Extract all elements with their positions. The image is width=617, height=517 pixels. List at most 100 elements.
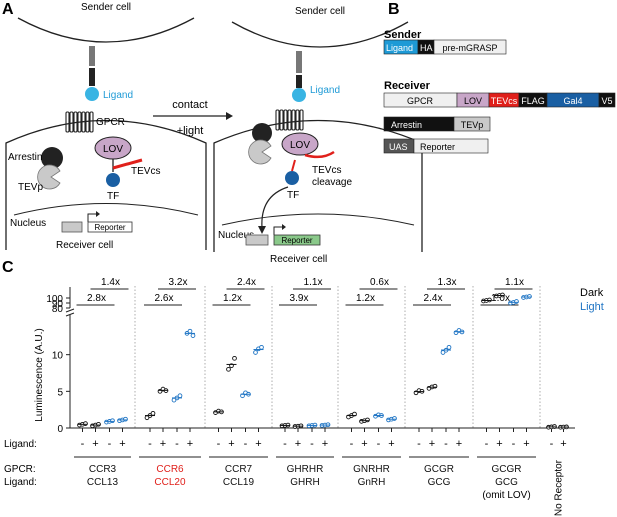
ligand-sign: - [417,438,421,450]
sender-cell-label-left: Sender cell [81,2,131,13]
reporter-box-left [87,221,133,233]
ligand-label-left: Ligand [103,90,133,101]
contact-arrow: contact +light [153,99,233,137]
seg-tevcs-label: TEVcs [491,96,518,106]
tss-arrowhead-left-icon [96,211,100,217]
data-point [96,421,101,427]
seg-tevp [453,116,491,132]
lov-label-right: LOV [290,140,310,151]
ratio-dark: 1.1x [505,277,524,288]
tf-translocation-arrow [261,186,289,229]
tf-translocation-arrowhead-icon [258,226,266,234]
tevcs-cleaved-icon [304,150,335,159]
gpcr-name: CCR6 [156,464,184,475]
seg-arrestin-label: Arrestin [391,120,422,130]
seg-flag-label: FLAG [521,96,545,106]
diagram-after: Sender cell Ligand LOV TEVcs cleavage TF… [213,6,423,265]
ligand-sign: - [244,438,248,450]
ligand-sign: + [361,438,367,450]
lower-y-tick-label: 0 [57,424,63,435]
lov-label-left: LOV [103,144,123,155]
ligand-linker-left [89,68,95,86]
panel-c-label: C [2,259,14,276]
arrestin-left-icon [41,147,63,169]
tevp-right-icon [248,139,272,165]
receiver-heading: Receiver [384,80,431,92]
ligand-sign: - [350,438,354,450]
tss-arrow-right-icon [273,226,282,235]
gpcr-name: GCGR [424,464,454,475]
data-point [110,418,115,424]
sender-cell-label-right: Sender cell [295,6,345,17]
ligand-stalk-left [89,46,95,66]
tevcs-cleavage-label-2: cleavage [312,177,352,188]
ligand-sign: - [377,438,381,450]
ligand-sign: - [512,438,516,450]
tss-arrow-left-icon [87,213,96,222]
ligand-stalk-right [296,51,302,73]
seg-reporter-label: Reporter [420,142,455,152]
legend-dark: Dark [580,287,604,299]
ratio-dark: 0.6x [370,277,389,288]
lower-y-tick-label: 10 [52,351,64,362]
ligand-sign: + [187,438,193,450]
reporter-box-right [273,234,321,246]
gpcr-name: GCGR [492,464,522,475]
tf-label-left: TF [107,191,119,202]
axis-break-1 [65,308,75,313]
seg-tevp-label: TEVp [461,120,484,130]
ratio-dark: 3.2x [169,277,188,288]
ratio-light: 2.6x [155,293,174,304]
receiver-cell-label-left: Receiver cell [56,240,113,251]
seg-ligand-label: Ligand [386,43,413,53]
seg-pre-mgrasp-label: pre-mGRASP [442,43,497,53]
gpcr-name: GNRHR [353,464,390,475]
ligand-linker-right [296,75,302,88]
ligand-sign: + [456,438,462,450]
ligand-sign: + [429,438,435,450]
ligand-right-icon [292,88,306,102]
ratio-light: 2.8x [87,293,106,304]
receiver-membrane-right [213,119,423,252]
tevcs-label-left: TEVcs [131,166,160,177]
y-axis-label: Luminescence (A.U.) [34,328,45,421]
legend-light: Light [580,301,604,313]
ratio-dark: 1.1x [304,277,323,288]
ratio-dark: 1.3x [438,277,457,288]
ligand-sign: - [175,438,179,450]
data-point [187,328,193,334]
promoter-right-icon [245,234,269,246]
ligand-sign: + [523,438,529,450]
ligand-row-label: Ligand: [4,439,37,450]
ratio-light: 3.9x [290,293,309,304]
group-extra-label: (omit LOV) [482,490,530,501]
gpcr-left-icon [65,111,94,133]
reporter-label-left: Reporter [94,223,125,232]
nucleus-label-right: Nucleus [218,230,254,241]
data-point [177,393,183,399]
ligand-name: CCL19 [223,477,255,488]
gpcr-name: CCR7 [225,464,253,475]
ligand-name: CCL13 [87,477,119,488]
ligand-label-right: Ligand [310,85,340,96]
ligand-sign: - [310,438,314,450]
uas-construct: UAS Reporter [383,138,489,154]
ligand-sign: + [560,438,566,450]
ligand-sign: + [119,438,125,450]
tevp-label-left: TEVp [18,182,43,193]
ratio-light: 1.2x [356,293,375,304]
seg-reporter [413,138,489,154]
data-point [150,410,156,416]
ligand-sign: + [295,438,301,450]
nucleus-label-left: Nucleus [10,218,46,229]
ligand-sign: - [148,438,152,450]
ligand-sign: - [217,438,221,450]
ligand-sign: + [160,438,166,450]
tevcs-left-icon [112,158,143,170]
ligand-name: CCL20 [154,477,186,488]
arrestin-label-left: Arrestin [8,152,42,163]
data-point [440,350,446,355]
ligand-left-icon [85,87,99,101]
tf-label-right: TF [287,190,299,201]
ligand-sign: + [228,438,234,450]
